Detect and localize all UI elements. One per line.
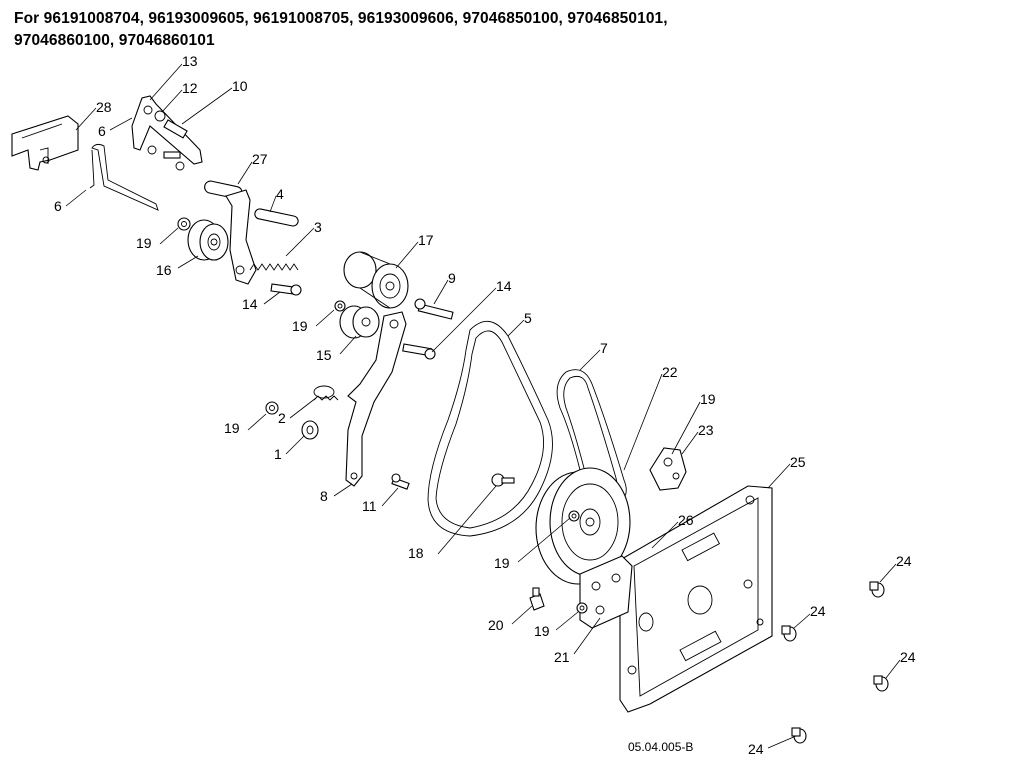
callout-16: 16 [156, 262, 172, 278]
part-24-bolt-a [869, 581, 885, 598]
part-15-pulley [339, 305, 380, 339]
part-24-bolt-b [781, 625, 797, 642]
model-list-line-2: 97046860100, 97046860101 [14, 32, 215, 49]
callout-24-c: 24 [900, 649, 916, 665]
callout-15: 15 [316, 347, 332, 363]
part-19-nut-c [265, 401, 279, 415]
diagram-reference-code: 05.04.005-B [628, 740, 694, 754]
callout-28: 28 [96, 99, 112, 115]
callout-11: 11 [362, 498, 377, 514]
part-5-belt [427, 321, 553, 537]
part-27-idler-arm [204, 180, 257, 285]
callout-14-a: 14 [242, 296, 258, 312]
part-24-bolt-c [873, 675, 889, 692]
callout-24-a: 24 [896, 553, 912, 569]
callout-22: 22 [662, 364, 678, 380]
page-title: For 96191008704, 96193009605, 9619100870… [14, 8, 668, 52]
model-list-line-1: For 96191008704, 96193009605, 9619100870… [14, 10, 668, 27]
callout-25: 25 [790, 454, 806, 470]
part-18-stud [491, 473, 515, 487]
callout-19-b: 19 [292, 318, 308, 334]
part-11-bolt [391, 473, 410, 490]
part-16-idler-pulley [187, 219, 229, 261]
callout-20: 20 [488, 617, 504, 633]
part-6-rod [89, 143, 159, 211]
callout-26: 26 [678, 512, 694, 528]
callout-12: 12 [182, 80, 198, 96]
callout-19-a: 19 [136, 235, 152, 251]
part-24-bolt-d [791, 727, 807, 744]
part-25-side-plate [619, 485, 773, 713]
part-28-bracket [11, 115, 79, 171]
callout-13: 13 [182, 53, 198, 69]
part-17-double-pulley [343, 251, 409, 309]
callout-19-f: 19 [534, 623, 550, 639]
part-8-arm [345, 311, 407, 487]
callout-5: 5 [524, 310, 532, 326]
callout-6-lower: 6 [54, 198, 62, 214]
part-19-nut-e [568, 510, 580, 522]
callout-2: 2 [278, 410, 286, 426]
part-21-bearing-plate [579, 555, 633, 629]
callout-3: 3 [314, 219, 322, 235]
part-19-nut-f [576, 602, 588, 614]
part-13-12-10-linkage [131, 95, 203, 171]
part-14-bolt-b [402, 343, 436, 360]
part-22-drive-pulley [535, 467, 631, 585]
callout-24-b: 24 [810, 603, 826, 619]
callout-14-b: 14 [496, 278, 512, 294]
leader-lines [65, 63, 901, 749]
part-4-pin [254, 208, 299, 227]
part-2-spring [313, 385, 339, 401]
callout-19-c: 19 [700, 391, 716, 407]
part-1-washer [301, 420, 319, 440]
callout-9: 9 [448, 270, 456, 286]
part-14-bolt-a [270, 283, 302, 296]
callout-27: 27 [252, 151, 268, 167]
callout-6-upper: 6 [98, 123, 106, 139]
callout-24-d: 24 [748, 741, 764, 757]
callout-23: 23 [698, 422, 714, 438]
callout-7: 7 [600, 340, 608, 356]
callout-10: 10 [232, 78, 248, 94]
callout-labels: 13 12 10 28 6 6 27 4 3 19 16 14 17 9 14 … [54, 53, 916, 757]
callout-21: 21 [554, 649, 570, 665]
part-19-nut-a [177, 217, 191, 231]
part-19-nut-b [334, 300, 346, 312]
part-9-bolt [414, 298, 454, 320]
part-3-spring [249, 263, 299, 271]
callout-18: 18 [408, 545, 424, 561]
callout-1: 1 [274, 446, 282, 462]
part-23-bracket [649, 447, 687, 491]
callout-17: 17 [418, 232, 434, 248]
callout-19-d: 19 [224, 420, 240, 436]
callout-4: 4 [276, 186, 284, 202]
callout-8: 8 [320, 488, 328, 504]
callout-19-e: 19 [494, 555, 510, 571]
part-20-fitting [529, 587, 545, 611]
